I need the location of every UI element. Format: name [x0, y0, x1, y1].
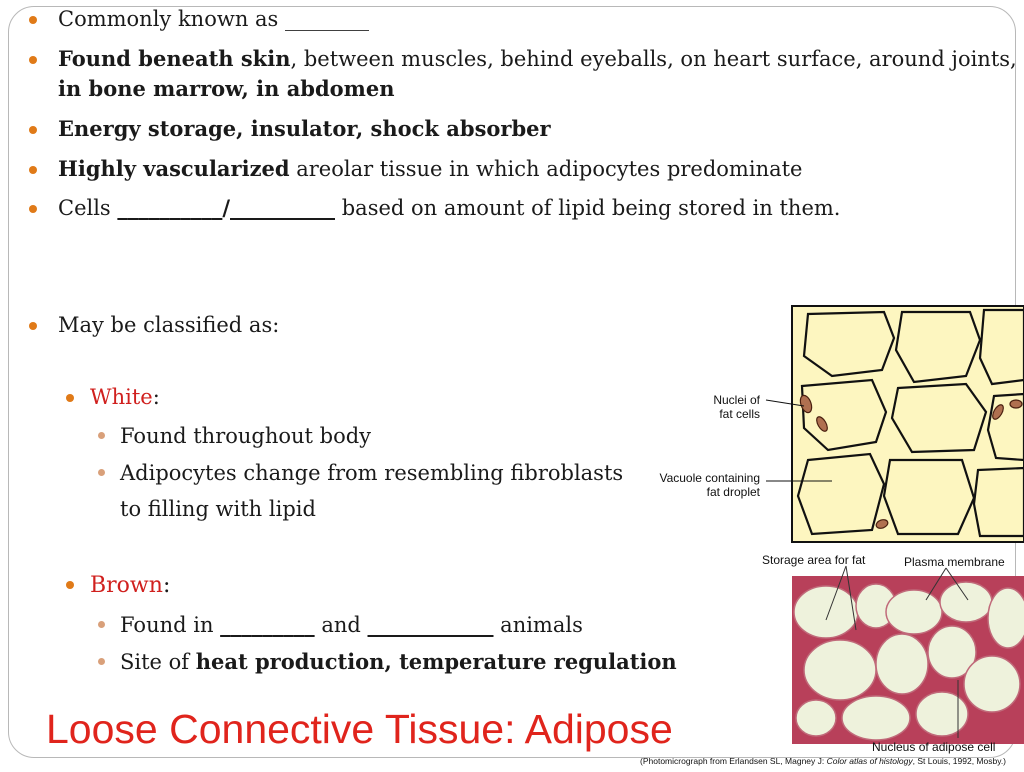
brown-item-2: Site of heat production, temperature reg…: [120, 647, 677, 677]
white-heading: White:: [90, 382, 160, 412]
text: Found in: [120, 613, 221, 637]
white-item-2: Adipocytes change from resembling fibrob…: [120, 461, 624, 485]
bullet-dot: [29, 205, 37, 213]
bold-text: Found beneath skin: [58, 46, 291, 71]
bullet-found-beneath-line2: in bone marrow, in abdomen: [58, 74, 395, 104]
label-storage-area: Storage area for fat: [762, 553, 866, 567]
caption-text: , St Louis, 1992, Mosby.): [912, 756, 1007, 766]
leader-line: [925, 567, 947, 601]
text: :: [152, 385, 160, 409]
white-label: White: [90, 385, 153, 409]
sub-bullet-dot: [98, 658, 105, 665]
blank: __________/__________: [117, 195, 336, 220]
bullet-dot: [66, 394, 74, 402]
blank: ____________: [367, 612, 494, 637]
text: , between muscles, behind eyeballs, on h…: [290, 47, 1017, 71]
adipose-illustration: [765, 305, 1024, 744]
bold-text: Highly vascularized: [58, 156, 290, 181]
text: Cells: [58, 196, 118, 220]
bold-text: heat production, temperature regulation: [195, 649, 677, 674]
bullet-dot: [29, 16, 37, 24]
label-plasma-membrane: Plasma membrane: [904, 555, 1005, 569]
bullet-commonly-known: Commonly known as ________: [58, 7, 370, 31]
text: based on amount of lipid being stored in…: [335, 196, 841, 220]
brown-label: Brown: [90, 573, 163, 598]
fat-cells: [796, 308, 1024, 538]
blank: _________: [220, 612, 315, 637]
nuclei: [799, 394, 1023, 529]
white-item-2-line2: to filling with lipid: [120, 497, 316, 521]
bullet-dot: [29, 56, 37, 64]
bullet-found-beneath: Found beneath skin, between muscles, beh…: [58, 44, 1017, 74]
leader-line: [845, 565, 857, 631]
caption-text: (Photomicrograph from Erlandsen SL, Magn…: [640, 756, 827, 766]
slide-title: Loose Connective Tissue: Adipose: [46, 706, 673, 752]
brown-item-1: Found in _________ and ____________ anim…: [120, 610, 583, 640]
label-vacuole: Vacuole containing fat droplet: [636, 471, 760, 499]
label-line: Vacuole containing: [659, 471, 760, 485]
bullet-dot: [66, 581, 74, 589]
label-line: Nuclei of: [713, 393, 760, 407]
text: areolar tissue in which adipocytes predo…: [289, 157, 803, 181]
label-line: fat droplet: [706, 485, 760, 499]
bullet-energy-storage: Energy storage, insulator, shock absorbe…: [58, 114, 551, 144]
leader-line: [945, 567, 969, 601]
micrograph-cells: [793, 581, 1024, 741]
brown-heading: Brown:: [90, 571, 170, 601]
sub-bullet-dot: [98, 621, 105, 628]
sub-bullet-dot: [98, 432, 105, 439]
text: and: [314, 613, 368, 637]
bullet-vascularized: Highly vascularized areolar tissue in wh…: [58, 154, 802, 184]
text: animals: [493, 613, 583, 637]
label-nucleus: Nucleus of adipose cell: [872, 740, 996, 754]
sub-bullet-dot: [98, 469, 105, 476]
leader-line: [765, 399, 805, 407]
bullet-dot: [29, 126, 37, 134]
caption-italic: Color atlas of histology: [826, 756, 913, 766]
text: :: [162, 573, 171, 598]
bullet-classified: May be classified as:: [58, 313, 280, 337]
white-item-1: Found throughout body: [120, 424, 372, 448]
label-line: fat cells: [719, 407, 760, 421]
bullet-cells: Cells __________/__________ based on amo…: [58, 193, 840, 223]
text: Site of: [120, 650, 196, 674]
bold-text: Energy storage, insulator, shock absorbe…: [58, 116, 551, 141]
adipose-figure: Nuclei of fat cells Vacuole containing f…: [636, 300, 1024, 768]
figure-caption: (Photomicrograph from Erlandsen SL, Magn…: [640, 756, 1006, 766]
leader-line: [825, 565, 847, 621]
label-nuclei: Nuclei of fat cells: [702, 393, 760, 421]
bullet-dot: [29, 166, 37, 174]
bold-text: in bone marrow, in abdomen: [58, 76, 395, 101]
bullet-dot: [29, 322, 37, 330]
